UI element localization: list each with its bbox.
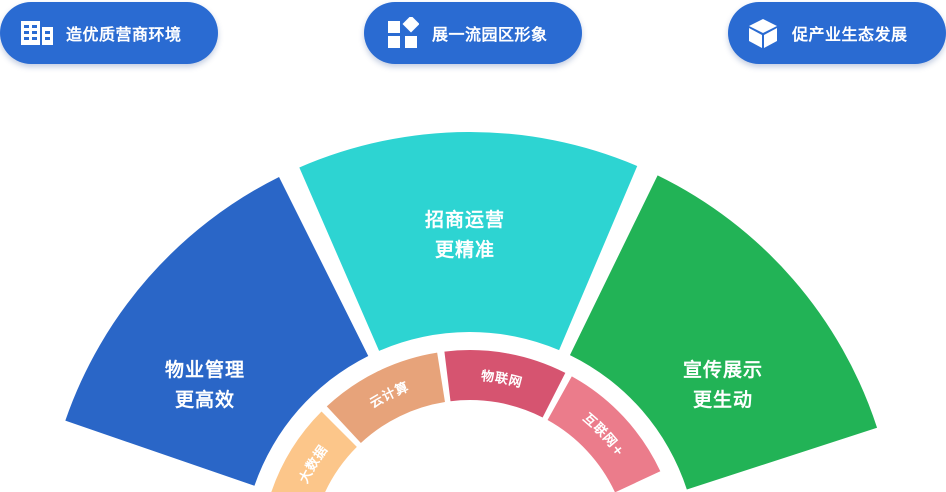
inner-segment-internet-plus (547, 376, 661, 492)
label-line-1: 物业管理 (165, 358, 245, 381)
label-line-1: 招商运营 (425, 208, 505, 231)
top-button-business-environment[interactable]: 造优质营商环境 (0, 2, 218, 64)
segment-property-management-label: 物业管理更高效 (165, 358, 245, 411)
label-line-2: 更生动 (693, 388, 753, 411)
top-button-label: 造优质营商环境 (66, 25, 182, 44)
segment-publicity-display-label: 宣传展示更生动 (683, 358, 763, 411)
label-line-2: 更精准 (435, 238, 495, 261)
cube-icon (746, 16, 780, 50)
label-line-2: 更高效 (175, 388, 235, 411)
inner-segment-big-data (271, 411, 357, 492)
label-line-1: 宣传展示 (683, 358, 763, 381)
top-button-industry-ecology[interactable]: 促产业生态发展 (728, 2, 946, 64)
blocks-icon (386, 16, 420, 50)
inner-segment-iot (444, 350, 566, 418)
inner-segment-cloud-computing (326, 352, 445, 443)
top-button-label: 促产业生态发展 (792, 25, 908, 44)
top-button-label: 展一流园区形象 (432, 25, 548, 44)
top-button-park-image[interactable]: 展一流园区形象 (364, 2, 582, 64)
building-icon (20, 16, 54, 50)
segment-investment-operation-label: 招商运营更精准 (425, 208, 505, 261)
segment-property-management (65, 176, 369, 486)
segment-investment-operation (299, 132, 638, 351)
segment-publicity-display (569, 175, 878, 490)
